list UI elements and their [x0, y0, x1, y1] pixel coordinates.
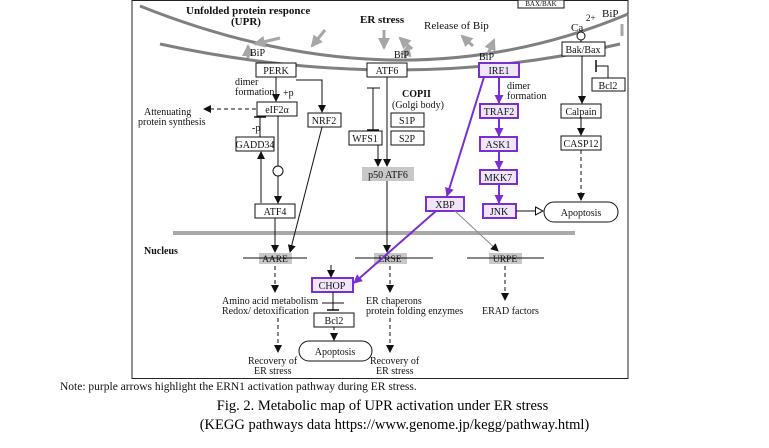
recovery-left-label: Recovery of — [248, 356, 298, 367]
p50-atf6-node — [362, 167, 414, 181]
er-chaperons-label: ER chaperons — [366, 296, 422, 307]
amino-acid-label: Amino acid metabolism — [222, 296, 318, 307]
formation-label-right: formation — [507, 91, 546, 102]
aare-label: AARE — [262, 255, 288, 265]
release-of-bip-label: Release of Bip — [424, 20, 489, 32]
nrf2-label: NRF2 — [312, 116, 336, 127]
grey-arrow-release-bip-mid — [398, 36, 414, 51]
erse-label: ERSE — [378, 255, 401, 265]
upr-title: Unfolded protein responce — [186, 5, 310, 17]
state-circle-left — [272, 165, 284, 177]
ca-circle — [576, 31, 586, 41]
protein-synthesis-label: protein synthesis — [138, 117, 206, 128]
bip-middle-label: BiP — [394, 50, 409, 61]
ca-superscript: 2+ — [586, 13, 596, 23]
er-stress-left-label: ER stress — [254, 366, 292, 377]
eif2a-label: eIF2α — [265, 105, 289, 116]
bip-left-label: BiP — [250, 48, 265, 59]
gadd34-label: GADD34 — [236, 140, 275, 151]
grey-arrow-release-bip-right — [460, 34, 475, 48]
calpain-label: Calpain — [565, 107, 596, 118]
s2p-label: S2P — [399, 134, 416, 145]
erad-label: ERAD factors — [482, 306, 539, 317]
atf6-label: ATF6 — [376, 66, 399, 77]
apoptosis-right-label: Apoptosis — [561, 208, 602, 219]
er-stress-label: ER stress — [360, 14, 405, 26]
golgi-label: (Golgi body) — [392, 100, 444, 111]
formation-label-left: formation — [235, 87, 274, 98]
attenuating-label: Attenuating — [144, 107, 191, 118]
cut-top-node-label: BAX/BAK — [525, 0, 557, 8]
bip-right-label: BiP — [479, 52, 494, 63]
jnk-label: JNK — [490, 207, 509, 218]
perk-label: PERK — [263, 66, 289, 77]
bcl2-bottom-label: Bcl2 — [325, 316, 344, 327]
edge-nrf2-aare — [287, 126, 323, 253]
copii-label: COPII — [402, 89, 431, 100]
grey-arrow-upr-far-left — [253, 35, 281, 48]
apoptosis-right-node — [543, 201, 619, 223]
nrf2-node — [307, 112, 342, 128]
edge-perk-nrf2 — [296, 79, 326, 113]
edge-bcl2-bakbax — [595, 60, 609, 78]
s2p-node — [390, 130, 425, 146]
chop-label: CHOP — [319, 281, 346, 292]
diagram-frame — [131, 0, 629, 379]
plus-p-label: +p — [283, 88, 294, 99]
casp12-label: CASP12 — [563, 139, 598, 150]
traf2-label: TRAF2 — [484, 107, 515, 118]
grey-arrow-bip-right-up — [484, 38, 496, 55]
figure-caption-line2: (KEGG pathways data https://www.genome.j… — [199, 417, 590, 433]
wfs1-node — [348, 130, 383, 146]
grey-arrow-bip-mid-up — [399, 44, 412, 59]
dimer-label-left: dimer — [235, 77, 259, 88]
ire1-label: IRE1 — [488, 66, 509, 77]
s1p-node — [390, 112, 425, 128]
eif2a-node — [256, 101, 298, 117]
bakbax-label: Bak/Bax — [566, 45, 601, 56]
edge-ire1-xbp — [445, 76, 485, 197]
xbp-node — [425, 196, 465, 212]
xbp-label: XBP — [435, 200, 455, 211]
atf4-label: ATF4 — [264, 207, 287, 218]
redox-label: Redox/ detoxification — [222, 306, 309, 317]
p50-atf6-label: p50 ATF6 — [368, 170, 408, 181]
edge-xbp-urpe — [454, 210, 499, 252]
edge-xbp-chop — [353, 210, 437, 284]
urpe-label: URPE — [493, 255, 517, 265]
bip-top-right: BiP — [602, 8, 619, 20]
wfs1-label: WFS1 — [352, 134, 378, 145]
upr-abbrev: (UPR) — [231, 16, 261, 28]
protein-folding-label: protein folding enzymes — [366, 306, 463, 317]
gadd34-node — [235, 136, 275, 152]
bakbax-node — [561, 41, 606, 57]
nuclear-membrane-bar — [173, 231, 575, 235]
cut-top-node — [517, 0, 565, 9]
recovery-right-label: Recovery of — [370, 356, 420, 367]
grey-arrow-upr-left — [310, 29, 327, 48]
figure-note: Note: purple arrows highlight the ERN1 a… — [60, 381, 417, 393]
nucleus-label: Nucleus — [144, 246, 178, 257]
apoptosis-bottom-label: Apoptosis — [315, 347, 356, 358]
bcl2-top-label: Bcl2 — [599, 81, 618, 92]
apoptosis-bottom-node — [298, 340, 373, 362]
figure-caption-line1: Fig. 2. Metabolic map of UPR activation … — [216, 398, 549, 414]
ca-label: Ca — [571, 22, 583, 34]
s1p-label: S1P — [399, 116, 416, 127]
er-stress-right-label: ER stress — [376, 366, 414, 377]
minus-p-label: -p — [252, 123, 260, 134]
er-membrane-outer — [139, 4, 629, 62]
mkk7-label: MKK7 — [484, 173, 512, 184]
ask1-label: ASK1 — [485, 140, 510, 151]
dimer-label-right: dimer — [507, 81, 531, 92]
